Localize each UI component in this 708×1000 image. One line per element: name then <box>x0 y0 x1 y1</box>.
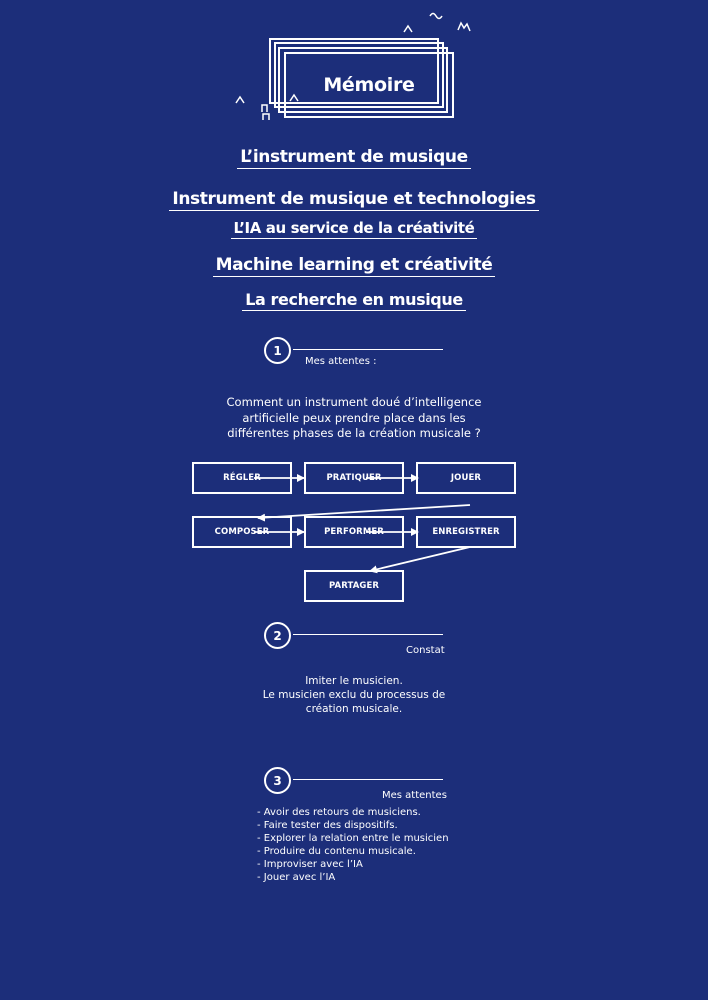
title-frame-front <box>284 52 454 118</box>
list-item: - Faire tester des dispositifs. <box>257 820 398 831</box>
list-item: - Explorer la relation entre le musicien <box>257 833 449 844</box>
heading-machine-learning: Machine learning et créativité <box>0 255 708 277</box>
heading-technologies: Instrument de musique et technologies <box>0 189 708 211</box>
arrow-jouer-composer <box>257 504 471 522</box>
section-1-divider <box>293 349 443 350</box>
heading-recherche: La recherche en musique <box>0 290 708 311</box>
title-frame-back-2 <box>274 42 444 108</box>
section-number-2: 2 <box>264 622 291 649</box>
section-number-1: 1 <box>264 337 291 364</box>
list-item: - Improviser avec l’IA <box>257 859 363 870</box>
list-item: - Avoir des retours de musiciens. <box>257 807 421 818</box>
expectations-list: - Avoir des retours de musiciens. - Fair… <box>257 806 449 884</box>
section-2-label: Constat <box>406 645 445 656</box>
page-title: Mémoire <box>323 74 415 96</box>
list-item: - Produire du contenu musicale. <box>257 846 416 857</box>
section-number-3: 3 <box>264 767 291 794</box>
flow-step-partager: PARTAGER <box>304 570 404 602</box>
arrow-enregistrer-partager <box>369 546 471 574</box>
decorative-squiggles-icon <box>235 12 471 120</box>
heading-instrument: L’instrument de musique <box>0 147 708 169</box>
title-frame-back-3 <box>269 38 439 104</box>
section-2-divider <box>293 634 443 635</box>
list-item: - Jouer avec l’IA <box>257 872 336 883</box>
title-frame-back-1 <box>278 47 448 113</box>
heading-ia-creativite: L’IA au service de la créativité <box>0 219 708 239</box>
section-3-label: Mes attentes <box>382 790 447 801</box>
section-3-divider <box>293 779 443 780</box>
research-question: Comment un instrument doué d’intelligenc… <box>226 395 482 441</box>
constat-text: Imiter le musicien. Le musicien exclu du… <box>262 675 446 716</box>
section-1-label: Mes attentes : <box>305 356 377 367</box>
